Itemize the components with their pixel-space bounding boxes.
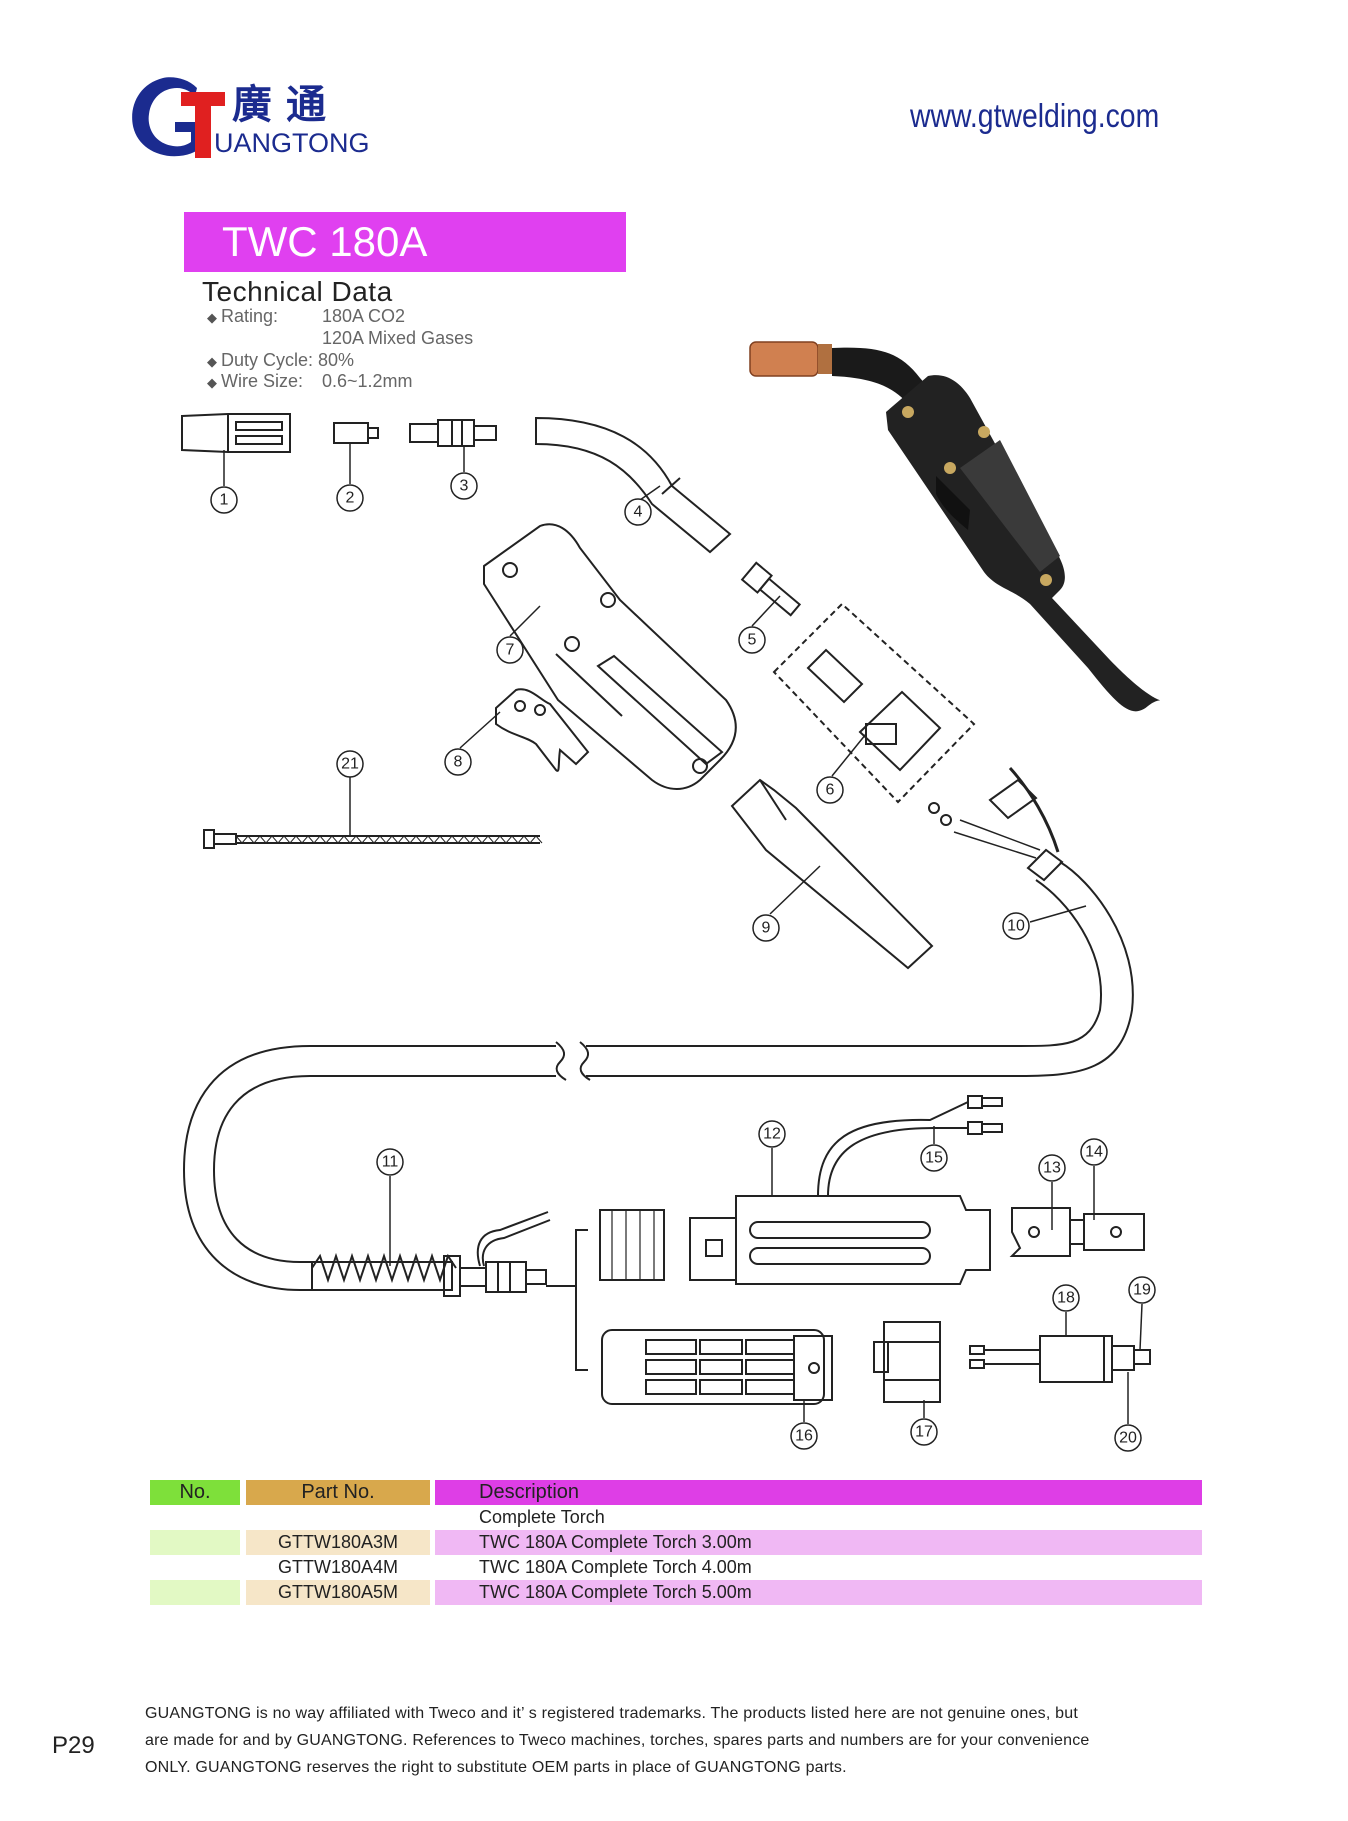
part-collar-drawing	[873, 1321, 941, 1403]
row-no	[150, 1505, 240, 1530]
row-part-no: GTTW180A3M	[246, 1530, 430, 1555]
table-row: Complete Torch	[150, 1505, 1202, 1530]
exploded-parts-diagram: 1 2 3 4 5 6 7 8 9 10 11 12 13 14 15 16 1…	[181, 341, 1161, 1452]
callout-15: 15	[925, 1150, 943, 1167]
row-part-no: GTTW180A4M	[277, 1557, 399, 1577]
callout-3: 3	[460, 478, 469, 495]
row-no	[150, 1580, 240, 1605]
logo-chinese-text: 廣通	[232, 81, 340, 128]
logo-g-icon	[132, 77, 225, 158]
part-trigger-switch-drawing	[772, 602, 976, 804]
callout-20: 20	[1119, 1430, 1137, 1447]
spec-duty-cycle: ◆ Duty Cycle: 80%	[207, 350, 354, 371]
callout-17: 17	[915, 1424, 933, 1441]
logo-english-text: UANGTONG	[214, 128, 370, 158]
page-number: P29	[52, 1732, 95, 1759]
parts-table: No. Part No. Description Complete Torch …	[150, 1480, 1202, 1605]
spec-rating-label: Rating:	[221, 306, 279, 326]
part-connector-drawing	[740, 561, 802, 617]
diamond-bullet-icon: ◆	[207, 354, 217, 369]
callout-11: 11	[382, 1154, 399, 1171]
header-part-no: Part No.	[246, 1480, 430, 1505]
callout-2: 2	[346, 490, 355, 507]
diamond-bullet-icon: ◆	[207, 375, 217, 390]
part-nozzle-drawing	[181, 413, 291, 453]
callout-7: 7	[506, 642, 515, 659]
part-adaptor-housing-drawing	[599, 1095, 1003, 1285]
callout-1: 1	[220, 492, 229, 509]
row-no	[150, 1530, 240, 1555]
part-cable-drawing	[182, 766, 1134, 1291]
part-contact-tip-drawing	[333, 422, 379, 444]
callout-9: 9	[762, 920, 771, 937]
spec-rating-value-1: 180A CO2	[322, 306, 406, 326]
part-liner-drawing	[203, 829, 543, 849]
disclaimer-text: GUANGTONG is no way affiliated with Twec…	[145, 1700, 1215, 1781]
spec-wire-size-label: Wire Size:	[221, 371, 304, 391]
assembled-torch-image	[749, 341, 1161, 712]
part-adaptor-pin-drawing	[1009, 1207, 1145, 1257]
part-gooseneck-drawing	[535, 416, 732, 554]
part-grip-drawing	[601, 1329, 833, 1405]
callout-13: 13	[1043, 1160, 1061, 1177]
spec-duty-cycle-text: Duty Cycle: 80%	[221, 350, 355, 370]
row-description: Complete Torch	[479, 1507, 605, 1527]
callout-21: 21	[341, 756, 359, 773]
disclaimer-line-2: are made for and by GUANGTONG. Reference…	[145, 1732, 1090, 1749]
callout-16: 16	[795, 1428, 813, 1445]
table-header-row: No. Part No. Description	[150, 1480, 1202, 1505]
callout-8: 8	[454, 754, 463, 771]
spec-wire-size: ◆ Wire Size:	[207, 371, 303, 392]
callout-14: 14	[1085, 1144, 1103, 1161]
table-row: GTTW180A3M TWC 180A Complete Torch 3.00m	[150, 1530, 1202, 1555]
row-part-no: GTTW180A5M	[246, 1580, 430, 1605]
callout-18: 18	[1057, 1290, 1075, 1307]
callout-12: 12	[763, 1126, 781, 1143]
part-rear-connector-drawing	[311, 1211, 551, 1297]
product-title: TWC 180A	[222, 218, 428, 265]
row-no	[150, 1555, 240, 1580]
part-handle-half-drawing	[483, 523, 737, 790]
callout-4: 4	[634, 504, 643, 521]
part-socket-drawing	[969, 1335, 1151, 1383]
header-no: No.	[150, 1480, 240, 1505]
row-description: TWC 180A Complete Torch 3.00m	[435, 1530, 1202, 1555]
technical-data-heading: Technical Data	[202, 276, 393, 307]
product-title-bar: TWC 180A	[184, 212, 626, 272]
part-handle-sleeve-drawing	[730, 778, 934, 970]
table-row: GTTW180A4M TWC 180A Complete Torch 4.00m	[150, 1555, 1202, 1580]
table-row: GTTW180A5M TWC 180A Complete Torch 5.00m	[150, 1580, 1202, 1605]
row-description: TWC 180A Complete Torch 5.00m	[435, 1580, 1202, 1605]
row-description: TWC 180A Complete Torch 4.00m	[479, 1557, 752, 1577]
spec-wire-size-value: 0.6~1.2mm	[322, 371, 413, 391]
callout-5: 5	[748, 632, 757, 649]
disclaimer-line-3: ONLY. GUANGTONG reserves the right to su…	[145, 1759, 847, 1776]
spec-rating: ◆ Rating:	[207, 306, 278, 327]
callout-10: 10	[1007, 918, 1025, 935]
part-tip-adaptor-drawing	[409, 419, 497, 447]
part-trigger-drawing	[495, 688, 590, 772]
diamond-bullet-icon: ◆	[207, 310, 217, 325]
disclaimer-line-1: GUANGTONG is no way affiliated with Twec…	[145, 1705, 1079, 1722]
callout-6: 6	[826, 782, 835, 799]
callout-19: 19	[1133, 1282, 1151, 1299]
website-link[interactable]: www.gtwelding.com	[910, 97, 1160, 134]
header-description: Description	[435, 1480, 1202, 1505]
spec-rating-value-2: 120A Mixed Gases	[322, 328, 474, 348]
row-part-no	[246, 1505, 430, 1530]
assembly-bracket	[575, 1229, 588, 1371]
